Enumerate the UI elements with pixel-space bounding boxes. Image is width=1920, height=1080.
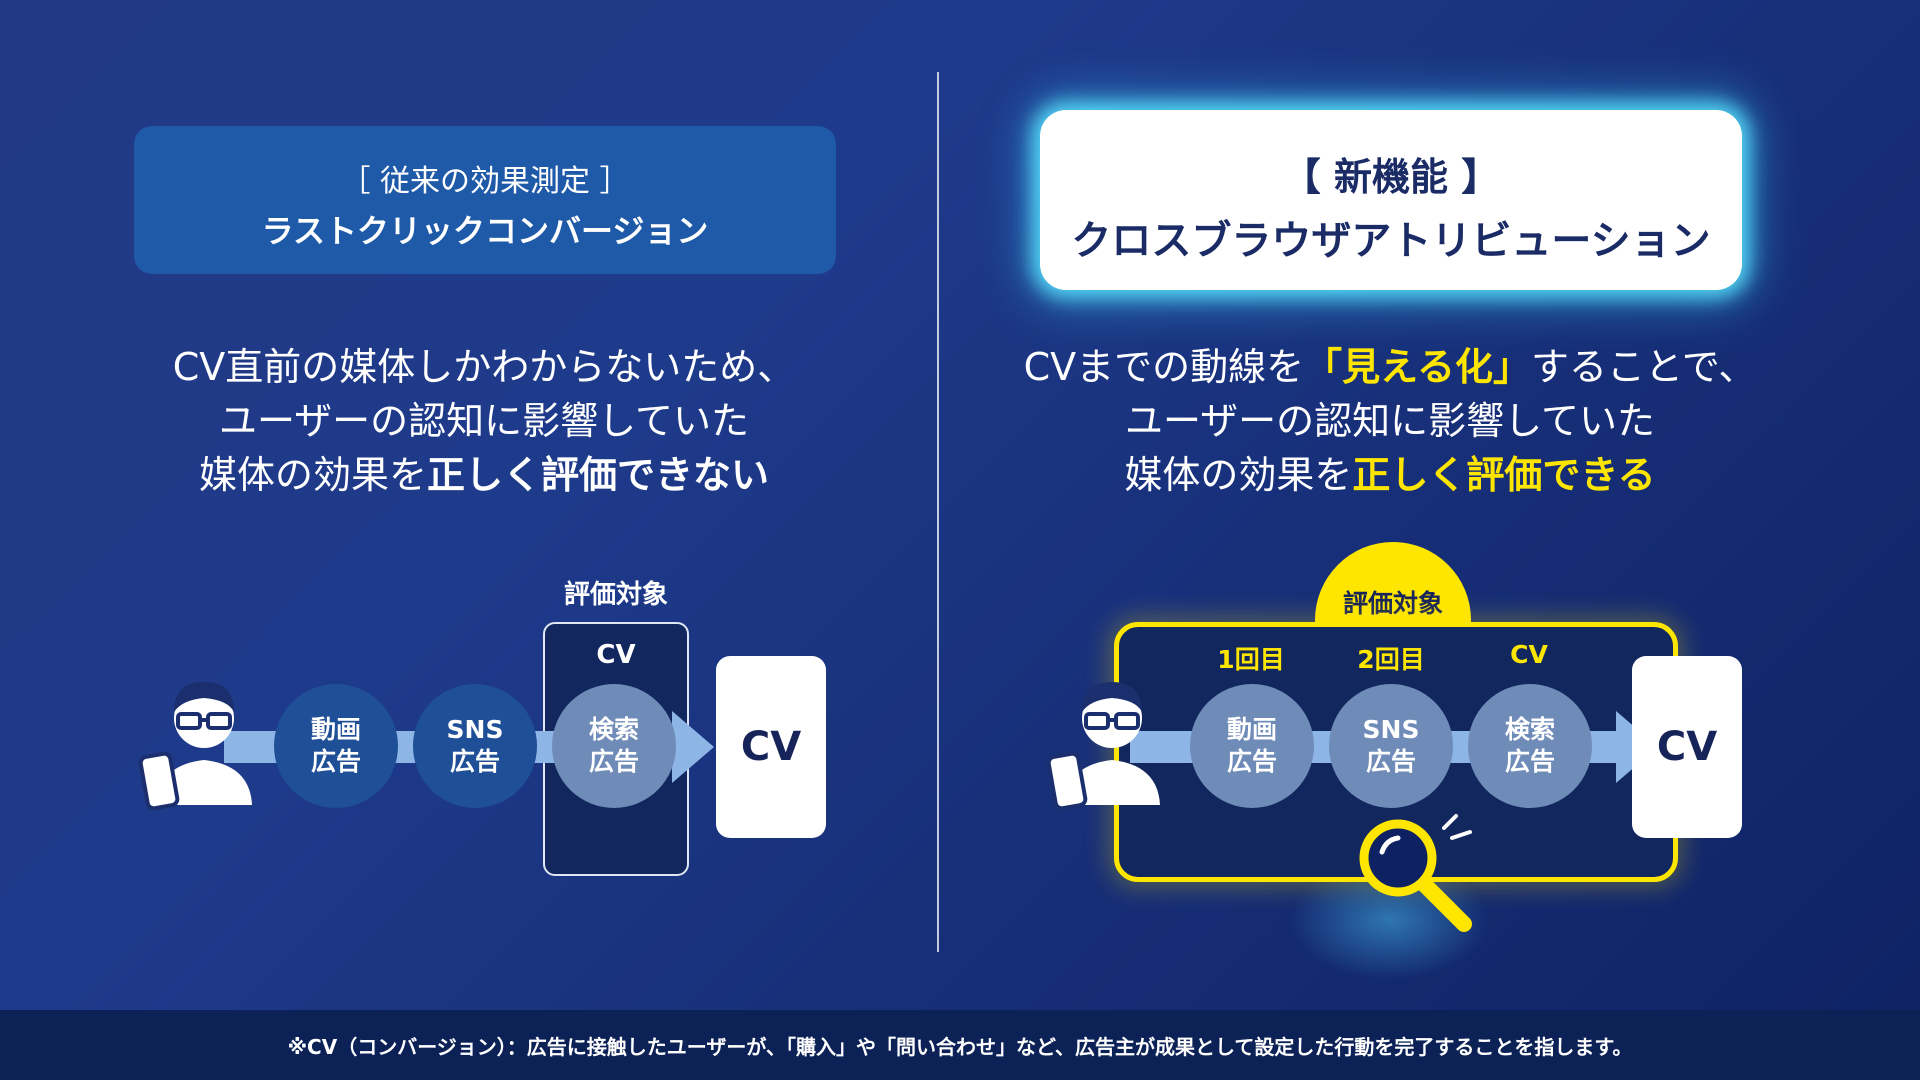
right-circle-sns-line1: SNS	[1362, 715, 1420, 744]
right-desc-line3-highlight: 正しく評価できる	[1352, 453, 1656, 497]
left-circle-sns-ad: SNS 広告	[413, 684, 537, 808]
left-circle-video-line2: 広告	[310, 747, 361, 776]
right-desc-line1-highlight: 「見える化」	[1304, 345, 1532, 389]
left-circle-search-line2: 広告	[588, 747, 639, 776]
left-circle-sns-line2: 広告	[449, 747, 500, 776]
right-desc-line1-suffix: することで、	[1531, 345, 1757, 389]
left-circle-sns-line1: SNS	[446, 715, 504, 744]
left-circle-search-ad: 検索 広告	[552, 684, 676, 808]
left-desc-line2: ユーザーの認知に影響していた	[218, 399, 750, 443]
center-divider	[937, 72, 939, 952]
user-with-phone-icon	[1046, 660, 1174, 820]
left-circle-search-line1: 検索	[588, 715, 639, 744]
right-desc-line2: ユーザーの認知に影響していた	[1124, 399, 1656, 443]
right-step-label-cv: CV	[1510, 640, 1548, 669]
left-circle-video-ad: 動画 広告	[274, 684, 398, 808]
left-target-cv-label: CV	[596, 640, 636, 670]
right-circle-search-line1: 検索	[1504, 715, 1555, 744]
left-target-label: 評価対象	[563, 580, 668, 610]
right-circle-video-line1: 動画	[1226, 715, 1277, 744]
left-circle-video-line1: 動画	[310, 715, 361, 744]
left-flow-arrow-head	[672, 711, 714, 783]
left-cv-box: CV	[716, 656, 826, 838]
left-header-sub: ［ 従来の効果測定 ］	[340, 164, 630, 199]
right-step-label-1: 1回目	[1217, 645, 1285, 674]
right-header-title: クロスブラウザアトリビューション	[1071, 218, 1711, 264]
right-circle-search-ad: 検索 広告	[1468, 684, 1592, 808]
left-desc-line3-prefix: 媒体の効果を	[198, 453, 427, 497]
left-desc-line3: 媒体の効果を正しく評価できない	[134, 448, 834, 502]
right-header-box: 【 新機能 】 クロスブラウザアトリビューション	[1040, 110, 1742, 290]
right-circle-video-line2: 広告	[1226, 747, 1277, 776]
right-description: CVまでの動線を「見える化」することで、 ユーザーの認知に影響していた 媒体の効…	[990, 340, 1790, 502]
left-description: CV直前の媒体しかわからないため、 ユーザーの認知に影響していた 媒体の効果を正…	[134, 340, 834, 502]
right-circle-search-line2: 広告	[1504, 747, 1555, 776]
user-with-phone-icon	[138, 660, 266, 820]
footnote: ※CV（コンバージョン）：広告に接触したユーザーが、「購入」や「問い合わせ」など…	[0, 1010, 1920, 1080]
right-desc-line3: 媒体の効果を正しく評価できる	[990, 448, 1790, 502]
left-desc-line3-bold: 正しく評価できない	[427, 453, 770, 497]
left-header-box: ［ 従来の効果測定 ］ ラストクリックコンバージョン	[134, 126, 836, 274]
left-header-title: ラストクリックコンバージョン	[261, 212, 709, 250]
right-circle-sns-line2: 広告	[1365, 747, 1416, 776]
right-desc-line1-prefix: CVまでの動線を	[1023, 345, 1305, 389]
right-desc-line1: CVまでの動線を「見える化」することで、	[990, 340, 1790, 394]
magnifier-icon	[1352, 812, 1482, 942]
right-header-sub: 【 新機能 】	[1282, 155, 1500, 199]
right-circle-sns-ad: SNS 広告	[1329, 684, 1453, 808]
right-circle-video-ad: 動画 広告	[1190, 684, 1314, 808]
left-desc-line1: CV直前の媒体しかわからないため、	[172, 345, 796, 389]
right-cv-box: CV	[1632, 656, 1742, 838]
right-step-label-2: 2回目	[1357, 645, 1425, 674]
right-desc-line3-prefix: 媒体の効果を	[1124, 453, 1353, 497]
right-target-tab: 評価対象	[1315, 542, 1471, 626]
